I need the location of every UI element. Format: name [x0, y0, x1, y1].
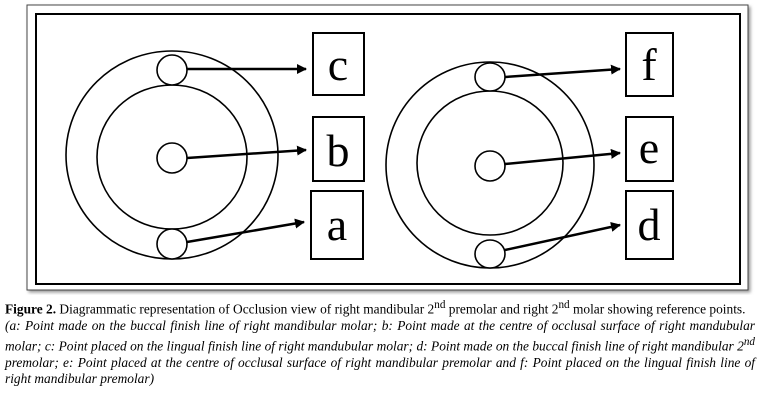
arrow-d [504, 222, 621, 252]
arrow-f [504, 64, 621, 79]
caption-title: Figure 2. Diagrammatic representation of… [5, 297, 755, 318]
box-f [625, 32, 674, 97]
box-d [625, 190, 674, 260]
molar-diagram [65, 32, 365, 260]
point-f [474, 62, 506, 92]
caption-legend: (a: Point made on the buccal finish line… [5, 318, 755, 387]
caption-sup: nd [434, 299, 446, 311]
diagram: c b a f e d [26, 4, 749, 291]
caption-text: premolar and right 2 [445, 301, 559, 317]
figure-caption: Figure 2. Diagrammatic representation of… [5, 297, 755, 387]
point-b [156, 142, 188, 174]
label-b: b [327, 125, 350, 176]
figure-label: Figure 2. [5, 301, 57, 317]
inner-frame [35, 13, 741, 285]
label-a: a [327, 199, 347, 250]
legend-sup: nd [743, 335, 755, 348]
box-e [625, 116, 674, 182]
arrow-a [186, 218, 305, 244]
point-c [156, 54, 188, 86]
premolar-diagram [385, 32, 674, 269]
legend-text: (a: Point made on the buccal finish line… [5, 317, 755, 354]
box-c [312, 32, 365, 96]
arrow-e [504, 148, 621, 166]
caption-text: Diagrammatic representation of Occlusion… [56, 301, 435, 317]
label-f: f [641, 39, 657, 90]
point-e [474, 150, 506, 182]
caption-sup: nd [558, 299, 570, 311]
legend-text: premolar; e: Point placed at the centre … [5, 354, 755, 386]
caption-text: molar showing reference points. [569, 301, 746, 317]
label-e: e [639, 122, 659, 173]
box-a [310, 190, 364, 260]
label-d: d [638, 199, 661, 250]
point-a [156, 228, 188, 260]
box-b [312, 116, 365, 182]
label-c: c [328, 39, 348, 90]
point-d [474, 239, 506, 269]
arrow-b [186, 145, 307, 160]
